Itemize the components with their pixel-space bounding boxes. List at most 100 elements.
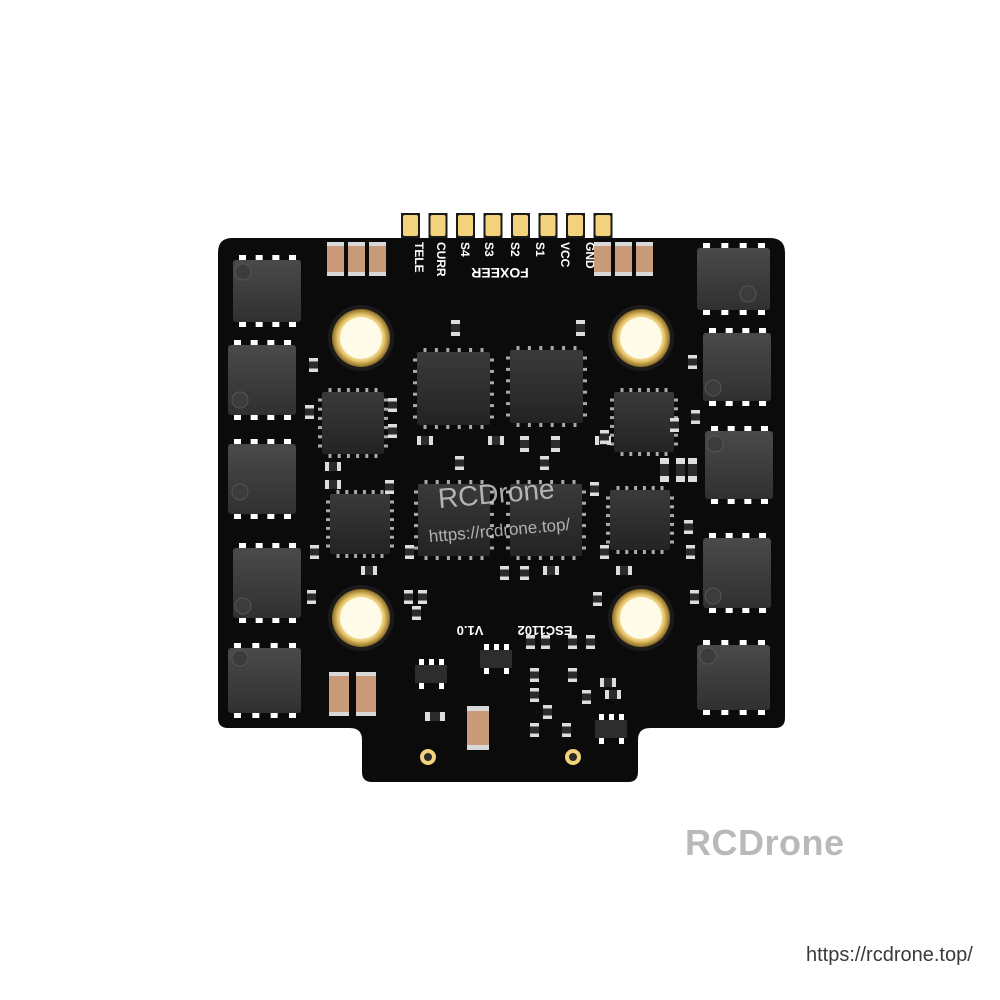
mosfet-pin (725, 607, 733, 613)
chip-pin (383, 435, 388, 439)
chip-pin (664, 388, 668, 393)
chip-pin (573, 422, 577, 427)
version-silkscreen: V1.0 (457, 623, 484, 638)
smd-part (600, 678, 616, 687)
chip-pin (469, 480, 473, 485)
chip-pin (582, 413, 587, 417)
chip-pin (489, 546, 494, 550)
chip-pin (539, 422, 543, 427)
chip-pin (506, 390, 511, 394)
chip-body (510, 350, 583, 423)
smd-part (412, 606, 421, 620)
mosfet-pin (252, 643, 260, 649)
chip-pin (469, 348, 473, 353)
mosfet-pin (703, 243, 710, 249)
chip-pin (383, 426, 388, 430)
smd-body (600, 548, 609, 556)
mosfet-pin (761, 498, 768, 504)
smd-part (688, 458, 697, 482)
smd-body (620, 566, 628, 575)
smd-body (691, 413, 700, 421)
sot-pin (429, 659, 434, 665)
corner-watermark-name: RCDrone (685, 822, 845, 863)
mosfet-pin (725, 400, 733, 406)
smd-part (568, 635, 577, 649)
chip-pin (489, 381, 494, 385)
smd-body (568, 671, 577, 679)
pin1-dot (234, 263, 252, 281)
chip-pin (581, 535, 586, 539)
chip-pin (616, 549, 620, 554)
chip-pin (469, 555, 473, 560)
pin-label: CURR (434, 242, 448, 277)
smd-body (329, 480, 337, 489)
mosfet-pin (758, 309, 765, 315)
chip-pin (356, 453, 360, 458)
mosfet-pin (234, 439, 241, 445)
smd-body (526, 638, 535, 646)
chip-pin (610, 416, 615, 420)
gold-pad (403, 215, 418, 236)
mosfet-pin (234, 643, 241, 649)
chip-pin (389, 500, 394, 504)
chip-pin (346, 388, 350, 393)
mosfet (703, 533, 771, 613)
mosfet-pin (267, 340, 275, 346)
hole-center (620, 317, 662, 359)
chip-pin (516, 346, 520, 351)
chip-pin (362, 553, 366, 558)
capacitor (329, 676, 349, 712)
smd-body (492, 436, 500, 445)
chip-pin (625, 549, 629, 554)
smd-body (590, 485, 599, 493)
chip-pin (550, 555, 554, 560)
smd-body (593, 595, 602, 603)
smd-part (540, 456, 549, 470)
smd-body (576, 324, 585, 332)
mosfet-pin (289, 543, 296, 549)
hole-center (620, 597, 662, 639)
chip-pin (669, 522, 674, 526)
smd-body (520, 440, 529, 448)
gold-pad (595, 215, 611, 236)
sot-transistor (595, 714, 627, 744)
smd-part (325, 462, 341, 471)
chip-pin (413, 404, 418, 408)
smd-part (520, 566, 529, 580)
smd-body (418, 593, 427, 601)
mosfet-body (703, 538, 771, 608)
mosfet (703, 328, 771, 406)
smd-part (500, 566, 509, 580)
chip-pin (414, 546, 419, 550)
mosfet-pin (709, 607, 716, 613)
chip-pin (345, 490, 349, 495)
pin-label: S3 (482, 242, 496, 257)
pin1-dot (706, 435, 724, 453)
mosfet-pin (744, 426, 752, 432)
smd-body (455, 459, 464, 467)
smd-body (688, 464, 697, 476)
chip-pin (538, 555, 542, 560)
chip-pin (673, 407, 678, 411)
chip-pin (610, 424, 615, 428)
smd-body (309, 361, 318, 369)
mosfet-pin (270, 712, 278, 718)
chip-pin (506, 413, 511, 417)
gold-pad (430, 215, 446, 236)
chip-pin (318, 398, 323, 402)
chip-pin (646, 451, 650, 456)
mosfet-pin (272, 255, 280, 261)
chip-pin (374, 388, 378, 393)
chip-pin (642, 486, 646, 491)
chip-pin (414, 535, 419, 539)
mosfet-pin (234, 340, 241, 346)
chip-pin (506, 490, 511, 494)
pin1-dot (704, 379, 722, 397)
mosfet-pin (239, 543, 246, 549)
gold-pad (458, 215, 473, 236)
mosfet-pin (721, 243, 729, 249)
mosfet-pin (270, 643, 278, 649)
smd-body (329, 462, 337, 471)
sot-pin (504, 668, 509, 674)
